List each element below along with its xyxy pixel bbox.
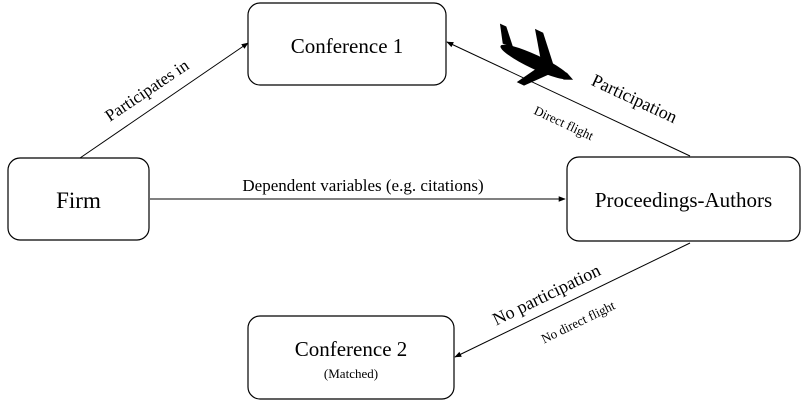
node-conference2: Conference 2 (Matched) <box>247 315 455 400</box>
node-firm: Firm <box>7 157 150 241</box>
node-firm-label: Firm <box>56 188 101 213</box>
node-conference2-label: Conference 2 <box>295 337 408 361</box>
node-conference1: Conference 1 <box>247 2 447 86</box>
edge-firm-to-conference1 <box>79 42 249 159</box>
edge-proceedings-to-conference2 <box>454 242 691 358</box>
airplane-icon <box>499 23 574 86</box>
node-proceedings-authors: Proceedings-Authors <box>566 156 801 242</box>
edge-proceedings-to-conference1 <box>446 41 691 157</box>
edge-sublabel-no-direct-flight: No direct flight <box>539 297 618 346</box>
node-conference2-sublabel: (Matched) <box>324 366 378 381</box>
edge-label-participation: Participation <box>589 70 681 127</box>
node-conference1-label: Conference 1 <box>291 34 404 58</box>
edge-label-dependent-variables: Dependent variables (e.g. citations) <box>242 176 483 195</box>
edge-sublabel-direct-flight: Direct flight <box>532 103 597 144</box>
node-proceedings-authors-label: Proceedings-Authors <box>595 188 772 212</box>
